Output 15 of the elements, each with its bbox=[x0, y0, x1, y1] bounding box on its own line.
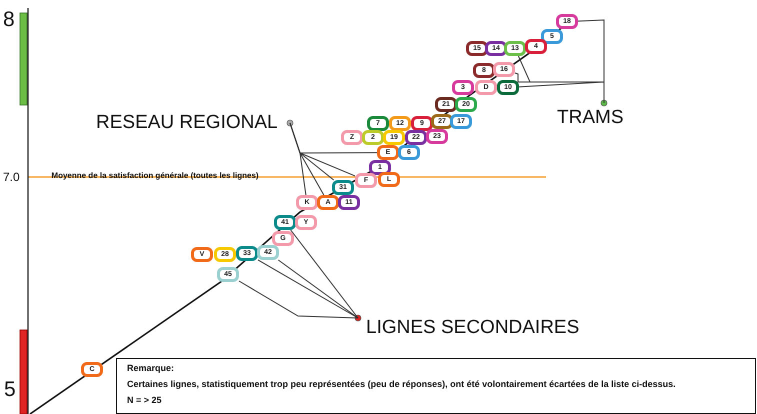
tick-label: 8 bbox=[3, 8, 15, 32]
group-label: TRAMS bbox=[557, 108, 624, 128]
leader-line bbox=[278, 260, 358, 318]
leader-line bbox=[258, 259, 358, 318]
leader-line bbox=[238, 280, 358, 318]
note-text: N = > 25 bbox=[127, 395, 163, 405]
group-label: RESEAU REGIONAL bbox=[96, 113, 278, 133]
group-label: LIGNES SECONDAIRES bbox=[366, 318, 580, 338]
note-box bbox=[116, 358, 756, 414]
note-text: Certaines lignes, statistiquement trop peu représentées (peu de réponses), ont été volontairement écartées de la liste ci-dessus. bbox=[127, 379, 677, 389]
leader-line bbox=[290, 122, 378, 154]
note-heading: Remarque: bbox=[127, 363, 176, 373]
tick-label: 5 bbox=[4, 378, 16, 402]
leader-line bbox=[290, 230, 358, 318]
tick-label: 7.0 bbox=[3, 170, 20, 184]
